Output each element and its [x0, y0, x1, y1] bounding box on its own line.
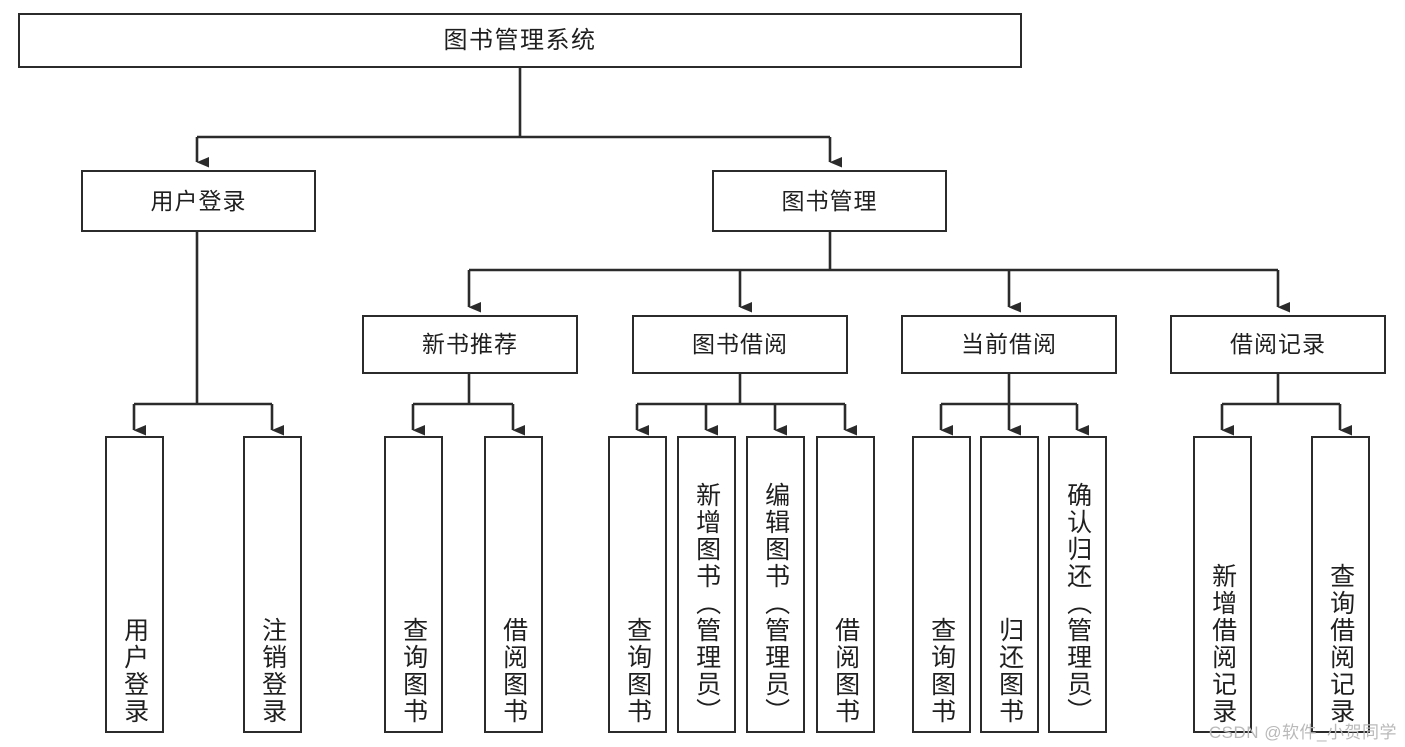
leaf-current-confirm-return-admin[interactable]: 确认归还（管理员）: [1048, 436, 1107, 733]
node-label: 新增借阅记录: [1208, 563, 1237, 725]
node-root-system[interactable]: 图书管理系统: [18, 13, 1022, 68]
leaf-current-return-book[interactable]: 归还图书: [980, 436, 1039, 733]
node-label: 查询借阅记录: [1326, 563, 1355, 725]
leaf-new-book-query[interactable]: 查询图书: [384, 436, 443, 733]
leaf-user-login-signout[interactable]: 注销登录: [243, 436, 302, 733]
leaf-borrow-add-book-admin[interactable]: 新增图书（管理员）: [677, 436, 736, 733]
node-label: 图书管理: [781, 187, 878, 214]
node-user-login[interactable]: 用户登录: [81, 170, 316, 232]
leaf-records-query-record[interactable]: 查询借阅记录: [1311, 436, 1370, 733]
node-label: 新增图书（管理员）: [692, 482, 721, 725]
node-label: 注销登录: [258, 617, 287, 725]
node-label: 查询图书: [927, 617, 956, 725]
node-label: 确认归还（管理员）: [1063, 482, 1092, 725]
node-label: 用户登录: [150, 187, 247, 214]
node-label: 新书推荐: [422, 331, 518, 358]
node-book-borrow[interactable]: 图书借阅: [632, 315, 848, 374]
leaf-borrow-edit-book-admin[interactable]: 编辑图书（管理员）: [746, 436, 805, 733]
csdn-watermark: CSDN @软件_小贺同学: [1208, 723, 1397, 742]
node-label: 查询图书: [399, 617, 428, 725]
leaf-user-login-signin[interactable]: 用户登录: [105, 436, 164, 733]
node-current-borrow[interactable]: 当前借阅: [901, 315, 1117, 374]
leaf-new-book-borrow[interactable]: 借阅图书: [484, 436, 543, 733]
node-borrow-records[interactable]: 借阅记录: [1170, 315, 1386, 374]
node-book-management[interactable]: 图书管理: [712, 170, 947, 232]
node-label: 借阅记录: [1230, 331, 1326, 358]
node-label: 归还图书: [995, 617, 1024, 725]
leaf-borrow-query-book[interactable]: 查询图书: [608, 436, 667, 733]
node-label: 用户登录: [120, 617, 149, 725]
node-label: 编辑图书（管理员）: [761, 482, 790, 725]
node-label: 借阅图书: [831, 617, 860, 725]
leaf-records-add-record[interactable]: 新增借阅记录: [1193, 436, 1252, 733]
node-label: 查询图书: [623, 617, 652, 725]
node-label: 图书管理系统: [443, 26, 597, 54]
node-label: 当前借阅: [961, 331, 1057, 358]
node-new-book-recommend[interactable]: 新书推荐: [362, 315, 578, 374]
leaf-borrow-borrow-book[interactable]: 借阅图书: [816, 436, 875, 733]
node-label: 借阅图书: [499, 617, 528, 725]
node-label: 图书借阅: [692, 331, 788, 358]
leaf-current-query-book[interactable]: 查询图书: [912, 436, 971, 733]
